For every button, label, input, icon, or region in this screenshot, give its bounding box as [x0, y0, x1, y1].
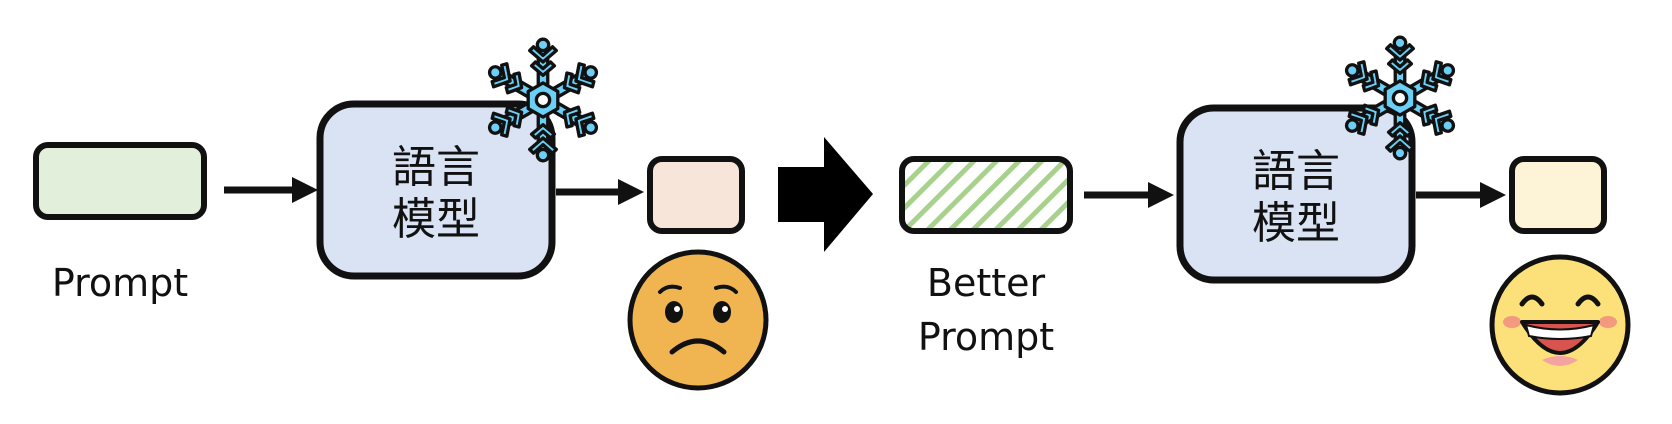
arrow-icon	[556, 179, 644, 205]
big-arrow-icon	[778, 137, 873, 252]
prompt-box	[33, 142, 207, 220]
output-box	[647, 156, 745, 234]
model-label-line1: 語言	[392, 142, 480, 193]
arrow-icon	[1416, 182, 1506, 208]
model-label-line1: 語言	[1252, 146, 1340, 197]
better-prompt-box	[899, 156, 1073, 234]
language-model-box	[1176, 104, 1416, 284]
happy-face-icon	[1489, 254, 1631, 396]
better-prompt-label-line2: Prompt	[918, 315, 1054, 359]
model-label-line2: 模型	[392, 194, 480, 245]
output-box	[1509, 156, 1607, 234]
better-prompt-label-line1: Better	[927, 261, 1046, 305]
prompt-label: Prompt	[52, 261, 188, 305]
arrow-icon	[224, 177, 318, 203]
language-model-box	[316, 100, 556, 280]
sad-face-icon	[627, 249, 769, 391]
arrow-icon	[1084, 182, 1174, 208]
model-label-line2: 模型	[1252, 198, 1340, 249]
